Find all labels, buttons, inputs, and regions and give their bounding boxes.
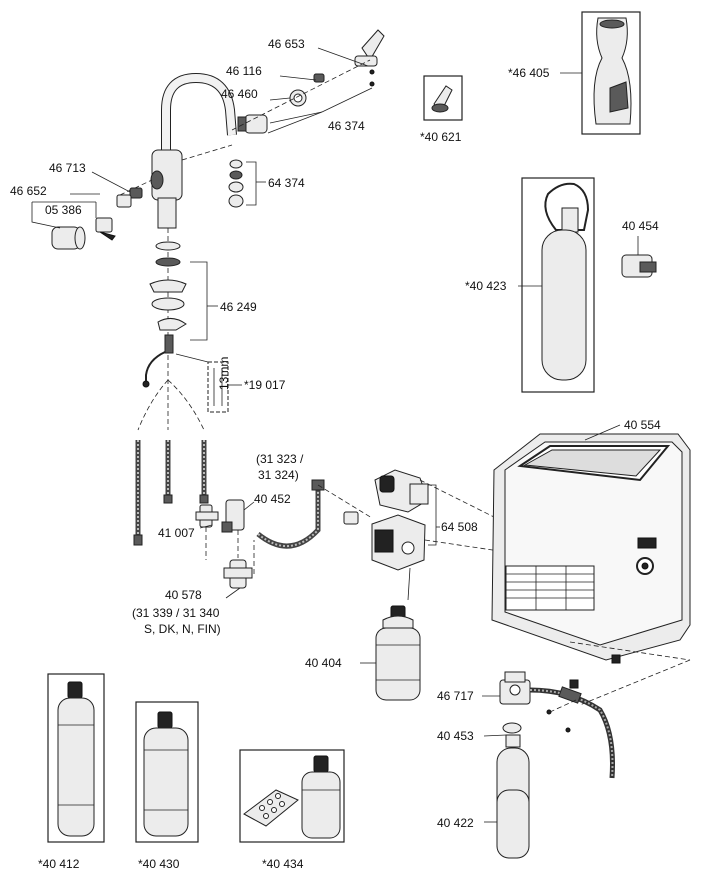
label-46713: 46 713 <box>49 161 86 175</box>
label-46717: 46 717 <box>437 689 474 703</box>
label-64374: 64 374 <box>268 176 305 190</box>
label-40422: 40 422 <box>437 816 474 830</box>
valves <box>195 479 373 599</box>
label-countries: S, DK, N, FIN) <box>144 622 221 636</box>
label-46653: 46 653 <box>268 37 305 51</box>
filter-40412 <box>47 673 105 843</box>
filter-40430 <box>135 701 199 843</box>
bottle-46405 <box>560 11 641 135</box>
label-46460: 46 460 <box>221 87 258 101</box>
label-40434: *40 434 <box>262 857 304 871</box>
flex-hoses <box>133 355 209 546</box>
label-40452: 40 452 <box>254 492 291 506</box>
label-40404: 40 404 <box>305 656 342 670</box>
label-64508: 64 508 <box>441 520 478 534</box>
label-40454: 40 454 <box>622 219 659 233</box>
lever-40621 <box>423 75 463 121</box>
label-46249: 46 249 <box>220 300 257 314</box>
chiller-unit <box>491 424 691 706</box>
label-46405: *46 405 <box>508 66 550 80</box>
label-19017: *19 017 <box>244 378 286 392</box>
label-40412: *40 412 <box>38 857 80 871</box>
ruler-label: 13mm <box>217 357 231 390</box>
faucet-assembly: 13mm <box>31 29 385 413</box>
adapter-40454 <box>621 236 657 278</box>
part-labels: 46 653 46 116 46 460 46 374 64 374 46 71… <box>10 37 661 871</box>
label-46116: 46 116 <box>226 64 262 78</box>
label-40578: 40 578 <box>165 588 202 602</box>
label-40621: *40 621 <box>420 130 462 144</box>
label-46374: 46 374 <box>328 119 365 133</box>
label-40554: 40 554 <box>624 418 661 432</box>
label-46652: 46 652 <box>10 184 47 198</box>
label-31339: (31 339 / 31 340 <box>132 606 220 620</box>
filter-set-40434 <box>239 749 345 843</box>
label-40453: 40 453 <box>437 729 474 743</box>
label-31323: (31 323 / <box>256 452 304 466</box>
label-41007: 41 007 <box>158 526 195 540</box>
label-31324: 31 324) <box>258 468 299 482</box>
filter-cartridge-40404 <box>360 605 421 701</box>
co2-connection <box>482 671 615 859</box>
label-40430: *40 430 <box>138 857 180 871</box>
co2-bottle-40423 <box>518 177 595 393</box>
label-40423: *40 423 <box>465 279 507 293</box>
label-05386: 05 386 <box>45 203 82 217</box>
